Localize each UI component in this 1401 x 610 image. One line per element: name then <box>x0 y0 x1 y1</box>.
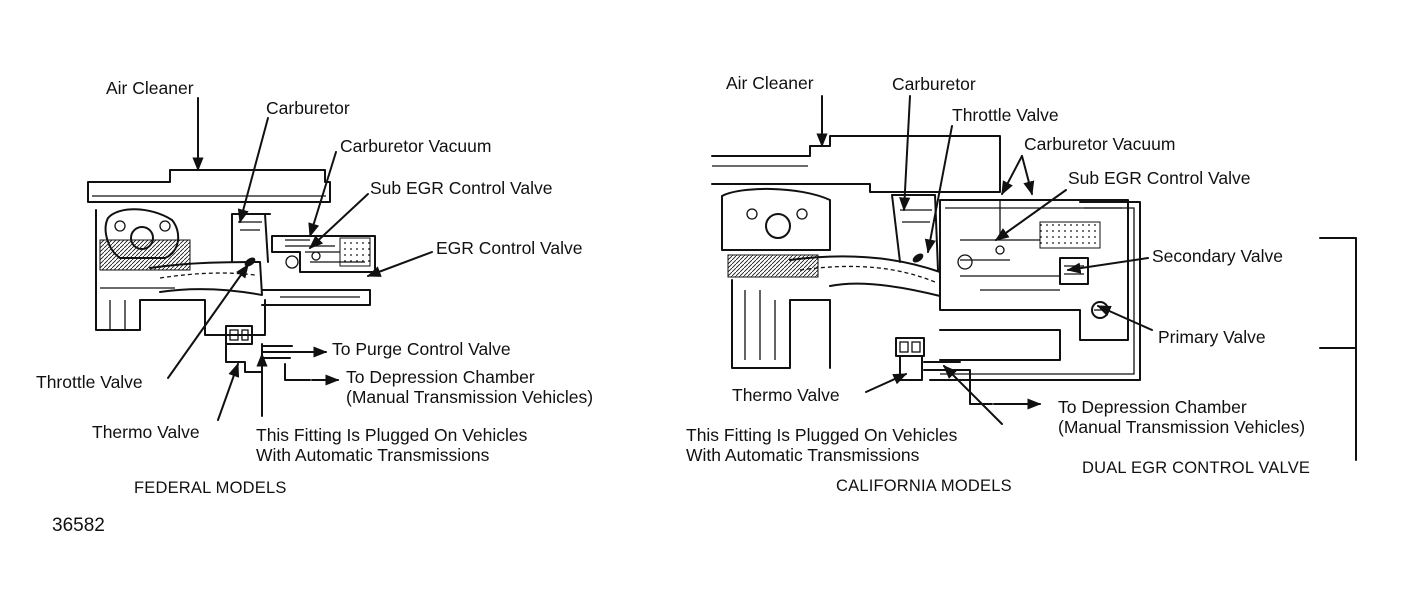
california-label-fitting-plugged-1: This Fitting Is Plugged On Vehicles <box>686 425 958 445</box>
federal-label-egr-control-valve: EGR Control Valve <box>436 238 583 258</box>
california-cylinder-head <box>721 187 831 251</box>
federal-carburetor-body <box>231 213 271 263</box>
federal-label-throttle-valve: Throttle Valve <box>36 372 143 392</box>
california-label-secondary-valve: Secondary Valve <box>1152 246 1284 266</box>
dual-egr-control-valve-caption: DUAL EGR CONTROL VALVE <box>1082 459 1311 477</box>
federal-intake-manifold <box>149 261 263 296</box>
california-leaders <box>816 95 1153 425</box>
california-engine-drawing <box>711 135 1141 405</box>
federal-label-carburetor-vacuum: Carburetor Vacuum <box>340 136 492 156</box>
dual-egr-bracket <box>1319 237 1357 461</box>
california-label-air-cleaner: Air Cleaner <box>726 73 814 93</box>
california-label-throttle-valve: Throttle Valve <box>952 105 1059 125</box>
california-thermo-valve <box>895 337 925 381</box>
federal-label-fitting-plugged-1: This Fitting Is Plugged On Vehicles <box>256 425 528 445</box>
california-label-carburetor: Carburetor <box>892 74 976 94</box>
figure-code: 36582 <box>52 515 105 536</box>
california-air-cleaner-housing <box>711 135 1001 193</box>
federal-egr-control-valve <box>271 235 376 273</box>
california-secondary-valve <box>1059 257 1089 285</box>
federal-caption: FEDERAL MODELS <box>134 479 287 497</box>
california-dual-egr-valve-body <box>939 199 1129 341</box>
federal-label-to-depression-chamber: To Depression Chamber <box>346 367 535 387</box>
federal-leaders <box>167 97 433 421</box>
federal-label-sub-egr-control-valve: Sub EGR Control Valve <box>370 178 553 198</box>
california-label-primary-valve: Primary Valve <box>1158 327 1266 347</box>
california-throttle-valve <box>912 253 924 263</box>
california-label-sub-egr-control-valve: Sub EGR Control Valve <box>1068 168 1251 188</box>
federal-label-air-cleaner: Air Cleaner <box>106 78 194 98</box>
federal-label-manual-transmission: (Manual Transmission Vehicles) <box>346 387 594 407</box>
california-label-to-depression-chamber: To Depression Chamber <box>1058 397 1247 417</box>
federal-label-thermo-valve: Thermo Valve <box>92 422 200 442</box>
federal-label-carburetor: Carburetor <box>266 98 350 118</box>
federal-air-cleaner-housing <box>87 169 331 203</box>
federal-label-fitting-plugged-2: With Automatic Transmissions <box>256 445 490 465</box>
california-label-manual-transmission: (Manual Transmission Vehicles) <box>1058 417 1306 437</box>
california-label-fitting-plugged-2: With Automatic Transmissions <box>686 445 920 465</box>
federal-cylinder-head <box>95 209 226 336</box>
federal-thermo-valve <box>225 325 263 373</box>
california-label-thermo-valve: Thermo Valve <box>732 385 840 405</box>
federal-label-to-purge-control-valve: To Purge Control Valve <box>332 339 511 359</box>
california-caption: CALIFORNIA MODELS <box>836 477 1012 495</box>
california-label-carburetor-vacuum: Carburetor Vacuum <box>1024 134 1176 154</box>
